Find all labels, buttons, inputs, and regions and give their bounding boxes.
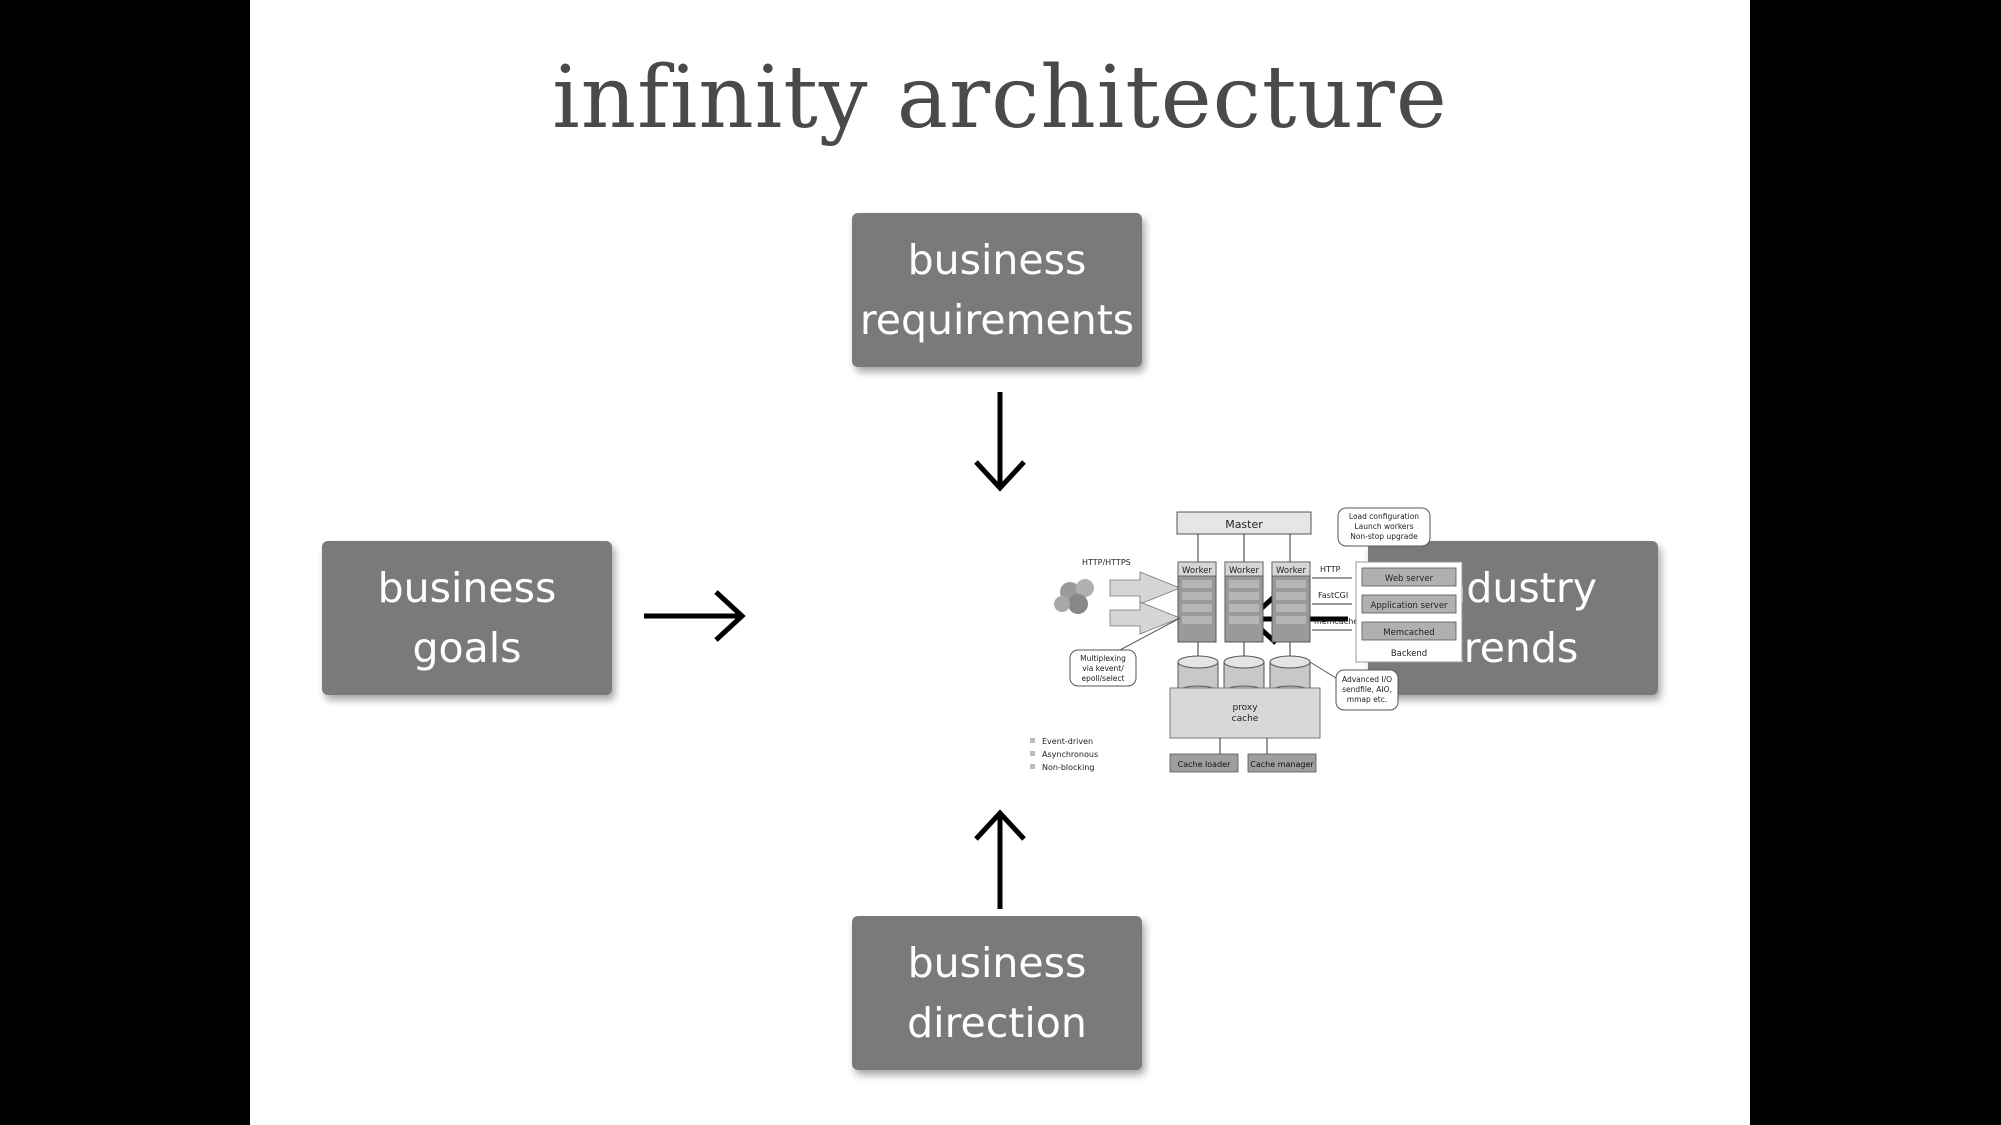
backend-label: Backend: [1391, 649, 1427, 659]
backend-item: Web server: [1385, 574, 1434, 584]
io-note: [1335, 669, 1399, 711]
master-label: Master: [1225, 518, 1263, 531]
business-requirements-box: business requirements: [852, 213, 1142, 367]
arrow-down-icon: [974, 392, 1026, 492]
box-line: requirements: [859, 296, 1135, 344]
master-note: [1337, 507, 1431, 547]
io-note-line: sendfile, AIO,: [1342, 685, 1392, 694]
fastcgi-label: FastCGI: [1318, 591, 1348, 600]
box-line: trends: [1447, 624, 1579, 672]
proxy-cache-box: [1169, 687, 1321, 739]
business-direction-box: business direction: [852, 916, 1142, 1070]
cache-loader-label: Cache loader: [1178, 760, 1231, 769]
cache-manager-box: [1247, 753, 1317, 773]
business-goals-box: business goals: [322, 541, 612, 695]
worker-2: Worker: [1224, 561, 1264, 643]
feature-item: Event-driven: [1042, 737, 1093, 746]
worker-1: Worker: [1177, 561, 1217, 643]
http-label: HTTP: [1320, 565, 1341, 574]
multiplex-note-line: epoll/select: [1082, 674, 1125, 683]
slide-title: infinity architecture: [552, 48, 1448, 148]
box-line: business: [907, 939, 1087, 987]
arrow-up-icon: [974, 809, 1026, 909]
cache-manager-label: Cache manager: [1250, 760, 1314, 769]
box-line: business: [907, 236, 1087, 284]
architecture-diagram: Master Load configuration Launch workers…: [1030, 507, 1463, 773]
io-note-line: mmap etc.: [1347, 695, 1387, 704]
protocol-label: HTTP/HTTPS: [1082, 558, 1131, 567]
worker-label: Worker: [1276, 566, 1306, 576]
master-note-line: Non-stop upgrade: [1350, 532, 1418, 541]
proxy-cache-line: cache: [1232, 714, 1259, 724]
box-line: direction: [907, 999, 1087, 1047]
arrow-right-icon: [644, 590, 746, 642]
multiplex-note-line: via kevent/: [1082, 664, 1124, 673]
feature-item: Non-blocking: [1042, 763, 1094, 772]
master-note-line: Launch workers: [1354, 522, 1413, 531]
cache-loader-box: [1169, 753, 1239, 773]
feature-item: Asynchronous: [1042, 750, 1098, 759]
slide: infinity architecture business requireme…: [250, 0, 1750, 1125]
io-note-line: Advanced I/O: [1342, 675, 1392, 684]
master-note-line: Load configuration: [1349, 512, 1419, 521]
multiplex-note: [1069, 649, 1137, 687]
worker-3: Worker: [1271, 561, 1311, 643]
box-line: business: [377, 564, 557, 612]
memcache-label: memcache: [1314, 617, 1358, 626]
proxy-cache-line: proxy: [1232, 703, 1258, 713]
backend-item: Application server: [1370, 601, 1448, 611]
multiplex-note-line: Multiplexing: [1080, 654, 1126, 663]
worker-label: Worker: [1182, 566, 1212, 576]
backend-item: Memcached: [1383, 628, 1434, 638]
box-line: goals: [412, 624, 522, 672]
worker-label: Worker: [1229, 566, 1259, 576]
